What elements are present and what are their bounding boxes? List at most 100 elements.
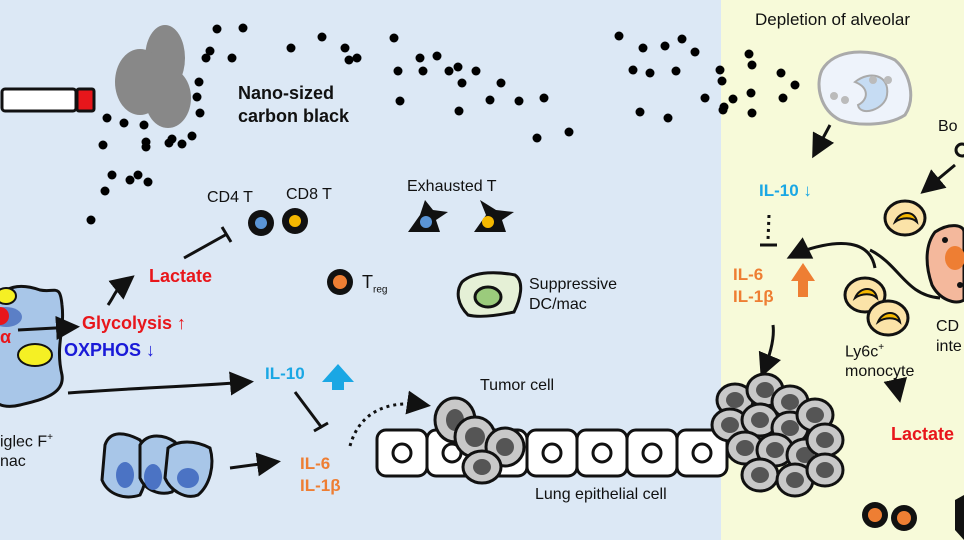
carbon-particle [514,96,524,106]
tumor-nucleus [751,412,769,428]
carbon-particle [790,80,800,90]
il10-up-arrow-icon [322,364,354,390]
carbon-particle [133,170,143,180]
treg-label: Treg [362,272,387,296]
arrow-to-il6 [229,452,281,477]
ly6c-main: Ly6c [845,343,879,361]
carbon-particle [187,131,197,141]
macrophage-label: iglec F+ nac [0,432,53,472]
carbon-particle [238,23,248,33]
cd-interstitial-macrophage-icon [925,224,964,304]
treg-main: T [362,272,373,292]
il6-il1b-label: IL-6 IL-1β [300,453,341,497]
carbon-particle [139,120,149,130]
inte-fragment: inte [936,338,962,355]
oxphos-label: OXPHOS ↓ [64,340,156,360]
ly6c-sup: + [878,342,885,353]
carbon-particle [98,140,108,150]
source-label-line1: Nano-sized [238,83,335,103]
right-panel-title: Depletion of alveolar [755,10,910,29]
dotted-inhibition-line [766,214,771,241]
exhausted-cd4-t-cell-icon [408,200,448,232]
carbon-particle [141,142,151,152]
carbon-particle [614,31,624,41]
bone-marrow-cell-icon [954,142,964,158]
ly6c-monocyte-label: Ly6c+ monocyte [845,342,914,382]
lung-epithelium-icon [375,428,729,478]
carbon-particle [201,53,211,63]
right-lactate-label: Lactate [891,424,955,444]
tumor-nucleus [816,432,834,448]
tumor-nucleus [786,472,804,488]
carbon-particle [671,66,681,76]
cigarette-icon [0,87,96,113]
tumor-nucleus [781,420,799,436]
alveolar-macrophage-icon [0,284,65,408]
cd4-t-cell-icon [248,210,274,236]
carbon-particle [227,53,237,63]
carbon-particle [167,134,177,144]
carbon-particle [776,68,786,78]
carbon-particle [532,133,542,143]
ly6c-monocytes-icon [843,199,927,337]
il6-up-arrow-icon [791,263,815,297]
exhausted-t-label: Exhausted T [407,178,497,195]
epithelial-nucleus [641,442,663,464]
tumor-nucleus [721,417,739,433]
tumor-nucleus [751,467,769,483]
arrow-to-il10-down [812,124,835,159]
tumor-nucleus [726,392,744,408]
carbon-particle [539,93,549,103]
lung-epithelial-label: Lung epithelial cell [535,486,667,503]
carbon-particle [344,55,354,65]
carbon-particle [454,106,464,116]
cd4-t-label: CD4 T [207,189,253,206]
cd8-t-cell-icon [282,208,308,234]
epithelial-nucleus [691,442,713,464]
arrow-to-il10 [67,371,254,396]
carbon-particle [635,107,645,117]
carbon-particle [444,66,454,76]
carbon-particle [125,175,135,185]
right-il1b-label: IL-1β [733,287,774,307]
carbon-particle [717,76,727,86]
tumor-nucleus [816,462,834,478]
tumor-nucleus [736,440,754,456]
suppressive-line2: DC/mac [529,296,587,313]
carbon-particle [453,62,463,72]
carbon-particle [471,66,481,76]
arrow-to-tumor-mass [758,324,781,378]
carbon-particle [457,78,467,88]
right-il6-label: IL-6 [733,265,764,284]
carbon-particle [715,65,725,75]
carbon-particle [432,51,442,61]
carbon-particle [352,53,362,63]
depleted-alveolar-macrophage-icon [817,50,913,126]
carbon-particle [628,65,638,75]
carbon-particle [192,92,202,102]
carbon-particle [393,66,403,76]
carbon-particle [317,32,327,42]
carbon-particle [102,113,112,123]
lactate-label: Lactate [149,266,213,286]
il10-down-label: IL-10 ↓ [759,181,812,200]
il6-label: IL-6 [300,454,331,473]
source-label: Nano-sized carbon black [238,82,349,129]
il10-label: IL-10 [265,364,305,383]
carbon-particle [212,24,222,34]
carbon-particle [395,96,405,106]
carbon-particle [195,108,205,118]
carbon-black-particles [86,23,800,225]
macrophage-line1-text: iglec F [0,433,48,451]
carbon-particle [638,43,648,53]
carbon-particle [728,94,738,104]
carbon-particle [747,108,757,118]
carbon-particle [496,78,506,88]
treg-sub: reg [373,284,388,296]
carbon-particle [747,60,757,70]
arrow-monocyte-to-il6 [786,237,877,269]
treg-cell-icon [327,269,353,295]
suppressive-dc-label: Suppressive DC/mac [529,275,617,315]
tumor-cells-icon [433,396,526,485]
tumor-nucleus [766,442,784,458]
